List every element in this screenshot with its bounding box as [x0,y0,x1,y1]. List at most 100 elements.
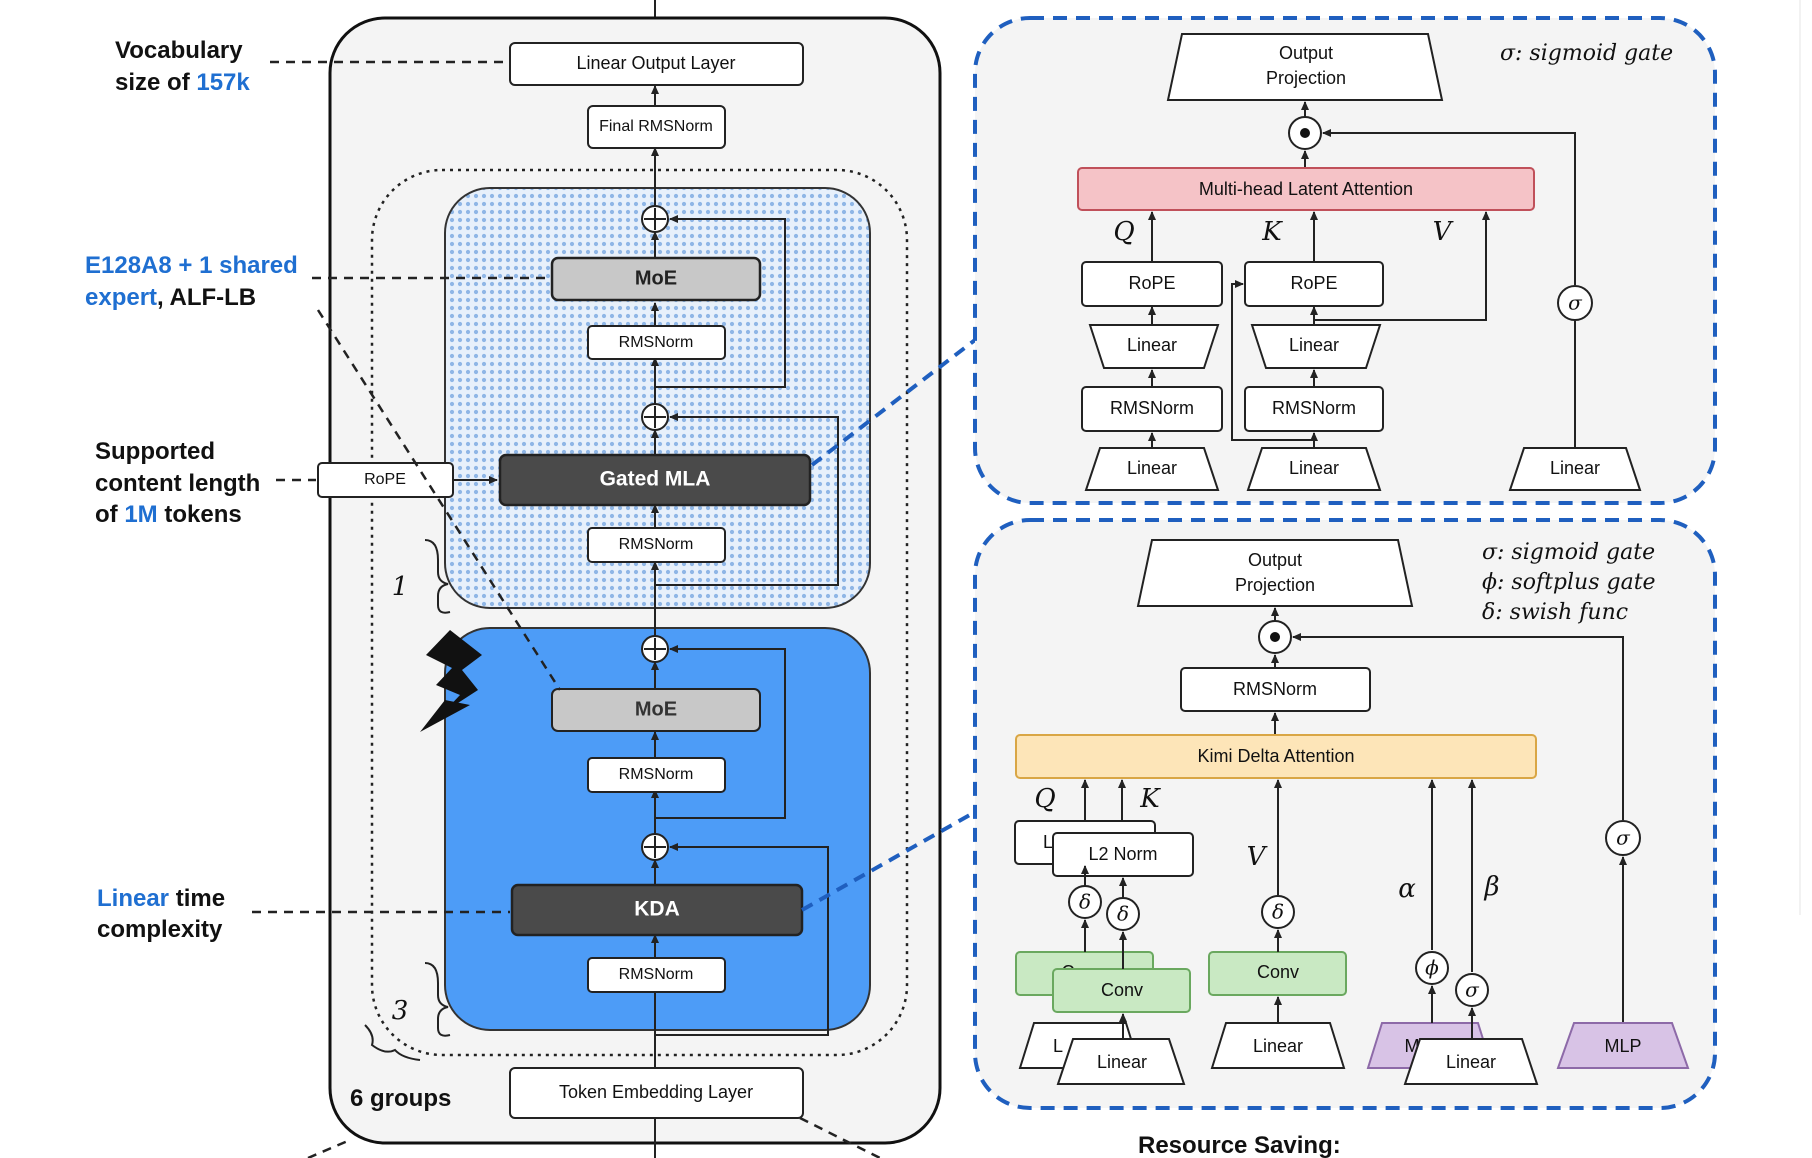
svg-text:σ: σ [1568,291,1583,315]
svg-text:δ: δ [1079,890,1091,914]
kda-mlp-gate-label: MLP [1604,1036,1641,1056]
bottom-left-dash [307,1138,351,1158]
kda-linear-back-label: L [1053,1036,1063,1056]
svg-text:σ: σ [1465,978,1480,1002]
kda-attention-box [1015,734,1537,779]
gated-mla-box [498,453,812,507]
mla-output-projection-line1: Output [1279,43,1333,63]
kda-delta-q-icon: δ [1068,885,1102,919]
kda-linear-qk-box [1056,1038,1186,1085]
kda-note-delta: δ: swish func [1482,600,1628,625]
linear-annotation-line2: complexity [97,916,223,943]
residual-moe-mla [655,215,786,388]
brace-6-groups-icon [364,1024,421,1061]
moe-leader-diagonal [316,309,562,691]
mla-v-label: V [1433,217,1454,247]
residual-kda [655,843,829,1036]
gated-mla-label: Gated MLA [600,468,711,491]
kda-linear-qk-label: Linear [1097,1052,1147,1072]
mla-linear-q-up-box [1088,324,1220,369]
mla-output-projection-line2: Projection [1266,68,1346,88]
token-embedding-label: Token Embedding Layer [559,1082,753,1102]
rmsnorm-box-1 [587,325,726,360]
ctx-annotation-line3: of 1M tokens [95,501,242,528]
kda-conv-qk-label: Conv [1101,980,1143,1000]
rmsnorm-box-2 [587,527,726,563]
kda-label: KDA [634,898,680,921]
vocab-annotation-line2: size of 157k [115,69,250,96]
add-circle-top [641,205,669,233]
kda-delta-v-icon: δ [1261,895,1295,929]
token-embedding-box [509,1067,804,1119]
kda-l2norm-back-label: L [1043,832,1053,852]
mla-sigma-note: σ: sigmoid gate [1500,41,1673,66]
mla-rmsnorm-k-label: RMSNorm [1272,398,1356,418]
rmsnorm-label-1: RMSNorm [619,334,694,351]
mla-rope-q-label: RoPE [1128,273,1175,293]
mla-attention-box [1077,167,1535,211]
mla-rmsnorm-q-label: RMSNorm [1110,398,1194,418]
kda-l2norm-label: L2 Norm [1088,844,1157,864]
kda-rmsnorm-box [1180,667,1371,712]
kda-to-panel-connector [801,810,976,912]
svg-text:δ: δ [1272,900,1284,924]
mla-odot-icon [1288,116,1322,150]
mla-detail-panel [973,16,1717,505]
rmsnorm-box-4 [587,957,726,993]
kda-note-phi: ϕ: softplus gate [1482,570,1656,595]
linear-output-layer-box [509,42,804,86]
brace-3-icon [424,962,451,1037]
rope-label-left: RoPE [364,471,406,488]
kda-delta-k-icon: δ [1106,897,1140,931]
add-circle-mla [641,403,669,431]
mla-linear-q-down-label: Linear [1127,458,1177,478]
kda-rmsnorm-label: RMSNorm [1233,679,1317,699]
rmsnorm-label-3: RMSNorm [619,766,694,783]
mla-gate-linear-label: Linear [1550,458,1600,478]
kda-sigma-gate-icon: σ [1605,820,1641,856]
mla-to-panel-connector [810,338,977,467]
svg-text:ϕ: ϕ [1425,956,1439,980]
ctx-annotation-line2: content length [95,470,260,497]
kda-conv-v-label: Conv [1257,962,1299,982]
mla-rmsnorm-q-box [1081,386,1223,432]
resource-saving-label: Resource Saving: [1138,1132,1341,1158]
svg-text:δ: δ [1117,902,1129,926]
mla-linear-kv-down-box [1246,447,1382,491]
brace-1-label: 1 [392,572,409,602]
kda-linear-beta-box [1403,1038,1539,1085]
kda-note-sigma: σ: sigmoid gate [1482,540,1655,565]
kda-phi-icon: ϕ [1415,951,1449,985]
kda-conv-qk-box [1052,968,1191,1013]
vocab-annotation-line1: Vocabulary [115,37,243,64]
lightning-icon [426,630,482,712]
mla-linear-kv-up-box [1250,324,1382,369]
kda-q-label: Q [1034,784,1055,814]
kda-mlp-gate-box [1556,1022,1690,1069]
brace-1-icon [424,539,451,614]
mla-gate-linear-box [1508,447,1642,491]
ctx-annotation-line1: Supported [95,438,215,465]
mla-output-projection-box [1166,33,1444,101]
mla-q-label: Q [1113,217,1134,247]
moe-box-kda [551,688,761,732]
linear-output-layer-label: Linear Output Layer [576,53,735,73]
mla-gate-to-odot [1322,129,1576,285]
mla-rmsnorm-k-box [1244,386,1384,432]
kda-k-label: K [1139,784,1161,814]
kda-gate-to-odot [1292,633,1624,820]
linear-annotation-line1: Linear time [97,885,225,912]
mla-attention-label: Multi-head Latent Attention [1199,179,1413,199]
residual-mla [655,413,839,586]
brace-3-label: 3 [392,996,409,1026]
kda-beta-label: β [1483,872,1499,902]
add-circle-moe-kda [641,635,669,663]
kda-v-label: V [1247,842,1268,872]
mla-k-rope-bypass [1231,280,1314,441]
rmsnorm-box-3 [587,757,726,793]
rmsnorm-label-2: RMSNorm [619,536,694,553]
final-rmsnorm-label: Final RMSNorm [599,118,713,135]
kda-alpha-label: α [1398,874,1416,904]
mla-linear-q-up-label: Linear [1127,335,1177,355]
moe-annotation-line1: E128A8 + 1 shared [85,252,298,279]
